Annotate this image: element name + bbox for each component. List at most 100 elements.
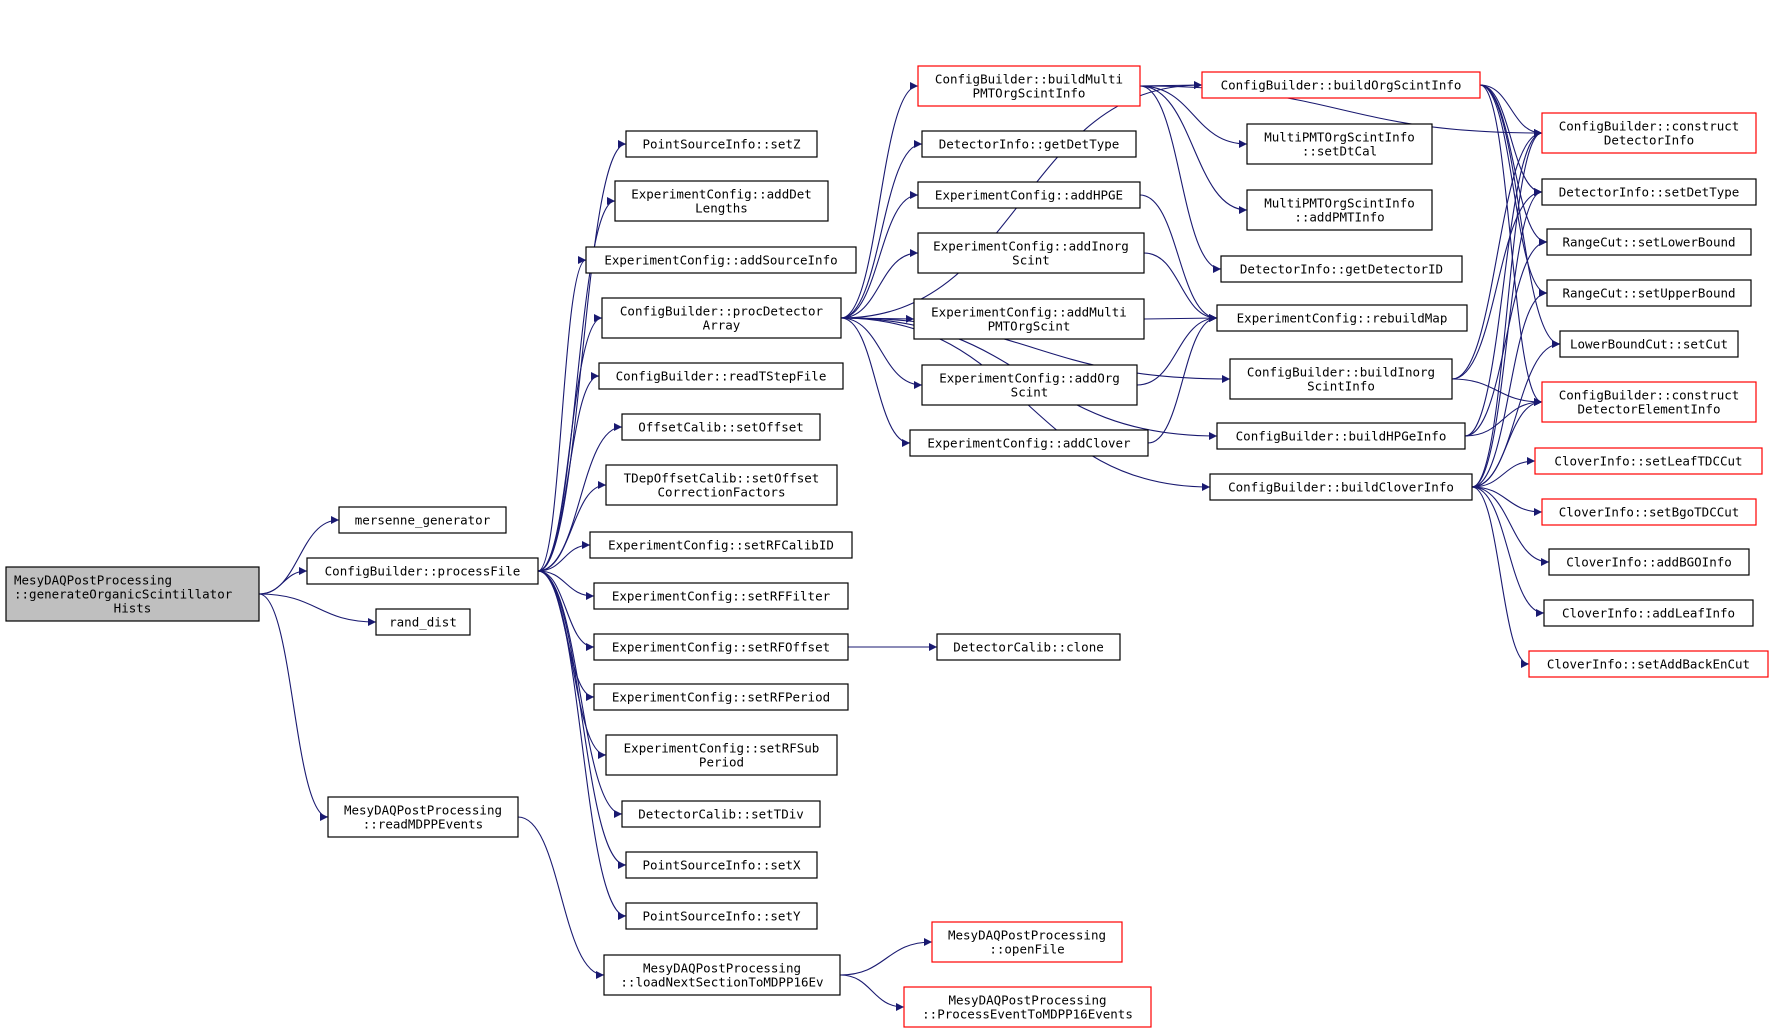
node-box[interactable]: [306, 557, 539, 585]
node-box[interactable]: [1220, 255, 1463, 283]
node-readMDPP[interactable]: MesyDAQPostProcessing::readMDPPEvents: [327, 796, 519, 838]
node-box[interactable]: [1541, 112, 1757, 154]
node-box[interactable]: [593, 582, 849, 610]
node-addBGO[interactable]: CloverInfo::addBGOInfo: [1548, 548, 1750, 576]
node-setDtCal[interactable]: MultiPMTOrgScintInfo::setDtCal: [1246, 123, 1433, 165]
node-box[interactable]: [338, 506, 507, 534]
node-box[interactable]: [601, 297, 842, 339]
node-setLowerBound[interactable]: RangeCut::setLowerBound: [1546, 228, 1752, 256]
node-setX[interactable]: PointSourceInfo::setX: [625, 851, 818, 879]
node-box[interactable]: [917, 232, 1145, 274]
node-box[interactable]: [909, 429, 1149, 457]
node-box[interactable]: [603, 954, 841, 996]
node-box[interactable]: [327, 796, 519, 838]
node-box[interactable]: [921, 364, 1138, 406]
node-setLeafTDC[interactable]: CloverInfo::setLeafTDCCut: [1534, 447, 1763, 475]
node-box[interactable]: [1528, 650, 1769, 678]
node-box[interactable]: [1541, 498, 1757, 526]
node-box[interactable]: [621, 413, 821, 441]
node-box[interactable]: [1229, 358, 1453, 400]
node-box[interactable]: [589, 531, 853, 559]
node-setDetType[interactable]: DetectorInfo::setDetType: [1541, 178, 1757, 206]
node-setTDiv[interactable]: DetectorCalib::setTDiv: [621, 800, 821, 828]
node-box[interactable]: [1541, 178, 1757, 206]
node-addClover[interactable]: ExperimentConfig::addClover: [909, 429, 1149, 457]
node-getDetType[interactable]: DetectorInfo::getDetType: [921, 130, 1137, 158]
node-box[interactable]: [917, 181, 1141, 209]
node-setZ[interactable]: PointSourceInfo::setZ: [625, 130, 818, 158]
node-loadNext[interactable]: MesyDAQPostProcessing::loadNextSectionTo…: [603, 954, 841, 996]
node-box[interactable]: [913, 298, 1145, 340]
node-box[interactable]: [593, 683, 849, 711]
node-addLeaf[interactable]: CloverInfo::addLeafInfo: [1543, 599, 1754, 627]
node-setRFFilter[interactable]: ExperimentConfig::setRFFilter: [593, 582, 849, 610]
node-buildOrg[interactable]: ConfigBuilder::buildOrgScintInfo: [1201, 71, 1481, 99]
node-addPMTInfo[interactable]: MultiPMTOrgScintInfo::addPMTInfo: [1246, 189, 1433, 231]
node-box[interactable]: [605, 464, 838, 506]
node-openFile[interactable]: MesyDAQPostProcessing::openFile: [931, 921, 1123, 963]
node-box[interactable]: [921, 130, 1137, 158]
node-buildClover[interactable]: ConfigBuilder::buildCloverInfo: [1209, 473, 1473, 501]
node-getDetID[interactable]: DetectorInfo::getDetectorID: [1220, 255, 1463, 283]
node-box[interactable]: [1546, 279, 1752, 307]
node-setAddBack[interactable]: CloverInfo::setAddBackEnCut: [1528, 650, 1769, 678]
node-setOffset[interactable]: OffsetCalib::setOffset: [621, 413, 821, 441]
node-box[interactable]: [625, 130, 818, 158]
node-box[interactable]: [1246, 123, 1433, 165]
node-setUpperBound[interactable]: RangeCut::setUpperBound: [1546, 279, 1752, 307]
node-rebuildMap[interactable]: ExperimentConfig::rebuildMap: [1216, 304, 1468, 332]
node-setRFPeriod[interactable]: ExperimentConfig::setRFPeriod: [593, 683, 849, 711]
node-box[interactable]: [585, 246, 857, 274]
node-box[interactable]: [375, 608, 471, 636]
node-buildHPGe[interactable]: ConfigBuilder::buildHPGeInfo: [1216, 422, 1466, 450]
node-box[interactable]: [598, 362, 844, 390]
node-box[interactable]: [621, 800, 821, 828]
node-box[interactable]: [1548, 548, 1750, 576]
node-addSourceInfo[interactable]: ExperimentConfig::addSourceInfo: [585, 246, 857, 274]
node-setRFCalibID[interactable]: ExperimentConfig::setRFCalibID: [589, 531, 853, 559]
node-setBgoTDC[interactable]: CloverInfo::setBgoTDCCut: [1541, 498, 1757, 526]
node-processEvent[interactable]: MesyDAQPostProcessing::ProcessEventToMDP…: [903, 986, 1152, 1028]
node-box[interactable]: [1541, 381, 1757, 423]
node-setRFOffset[interactable]: ExperimentConfig::setRFOffset: [593, 633, 849, 661]
node-box[interactable]: [931, 921, 1123, 963]
node-box[interactable]: [625, 851, 818, 879]
node-box[interactable]: [5, 566, 260, 622]
node-box[interactable]: [1559, 330, 1739, 358]
node-mersenne[interactable]: mersenne_generator: [338, 506, 507, 534]
node-tdepOffset[interactable]: TDepOffsetCalib::setOffsetCorrectionFact…: [605, 464, 838, 506]
node-box[interactable]: [625, 902, 818, 930]
node-processFile[interactable]: ConfigBuilder::processFile: [306, 557, 539, 585]
node-box[interactable]: [1543, 599, 1754, 627]
node-box[interactable]: [1209, 473, 1473, 501]
node-box[interactable]: [917, 65, 1141, 107]
node-clone[interactable]: DetectorCalib::clone: [936, 633, 1121, 661]
node-constructElem[interactable]: ConfigBuilder::constructDetectorElementI…: [1541, 381, 1757, 423]
node-box[interactable]: [605, 734, 838, 776]
node-readTStep[interactable]: ConfigBuilder::readTStepFile: [598, 362, 844, 390]
node-root[interactable]: MesyDAQPostProcessing::generateOrganicSc…: [5, 566, 260, 622]
node-box[interactable]: [1201, 71, 1481, 99]
node-box[interactable]: [1546, 228, 1752, 256]
node-box[interactable]: [936, 633, 1121, 661]
node-setY[interactable]: PointSourceInfo::setY: [625, 902, 818, 930]
node-lowerSetCut[interactable]: LowerBoundCut::setCut: [1559, 330, 1739, 358]
node-box[interactable]: [1534, 447, 1763, 475]
node-box[interactable]: [1216, 422, 1466, 450]
node-box[interactable]: [1216, 304, 1468, 332]
node-box[interactable]: [593, 633, 849, 661]
node-randdist[interactable]: rand_dist: [375, 608, 471, 636]
node-box[interactable]: [903, 986, 1152, 1028]
node-box[interactable]: [1246, 189, 1433, 231]
node-box[interactable]: [614, 180, 829, 222]
node-addHPGE[interactable]: ExperimentConfig::addHPGE: [917, 181, 1141, 209]
